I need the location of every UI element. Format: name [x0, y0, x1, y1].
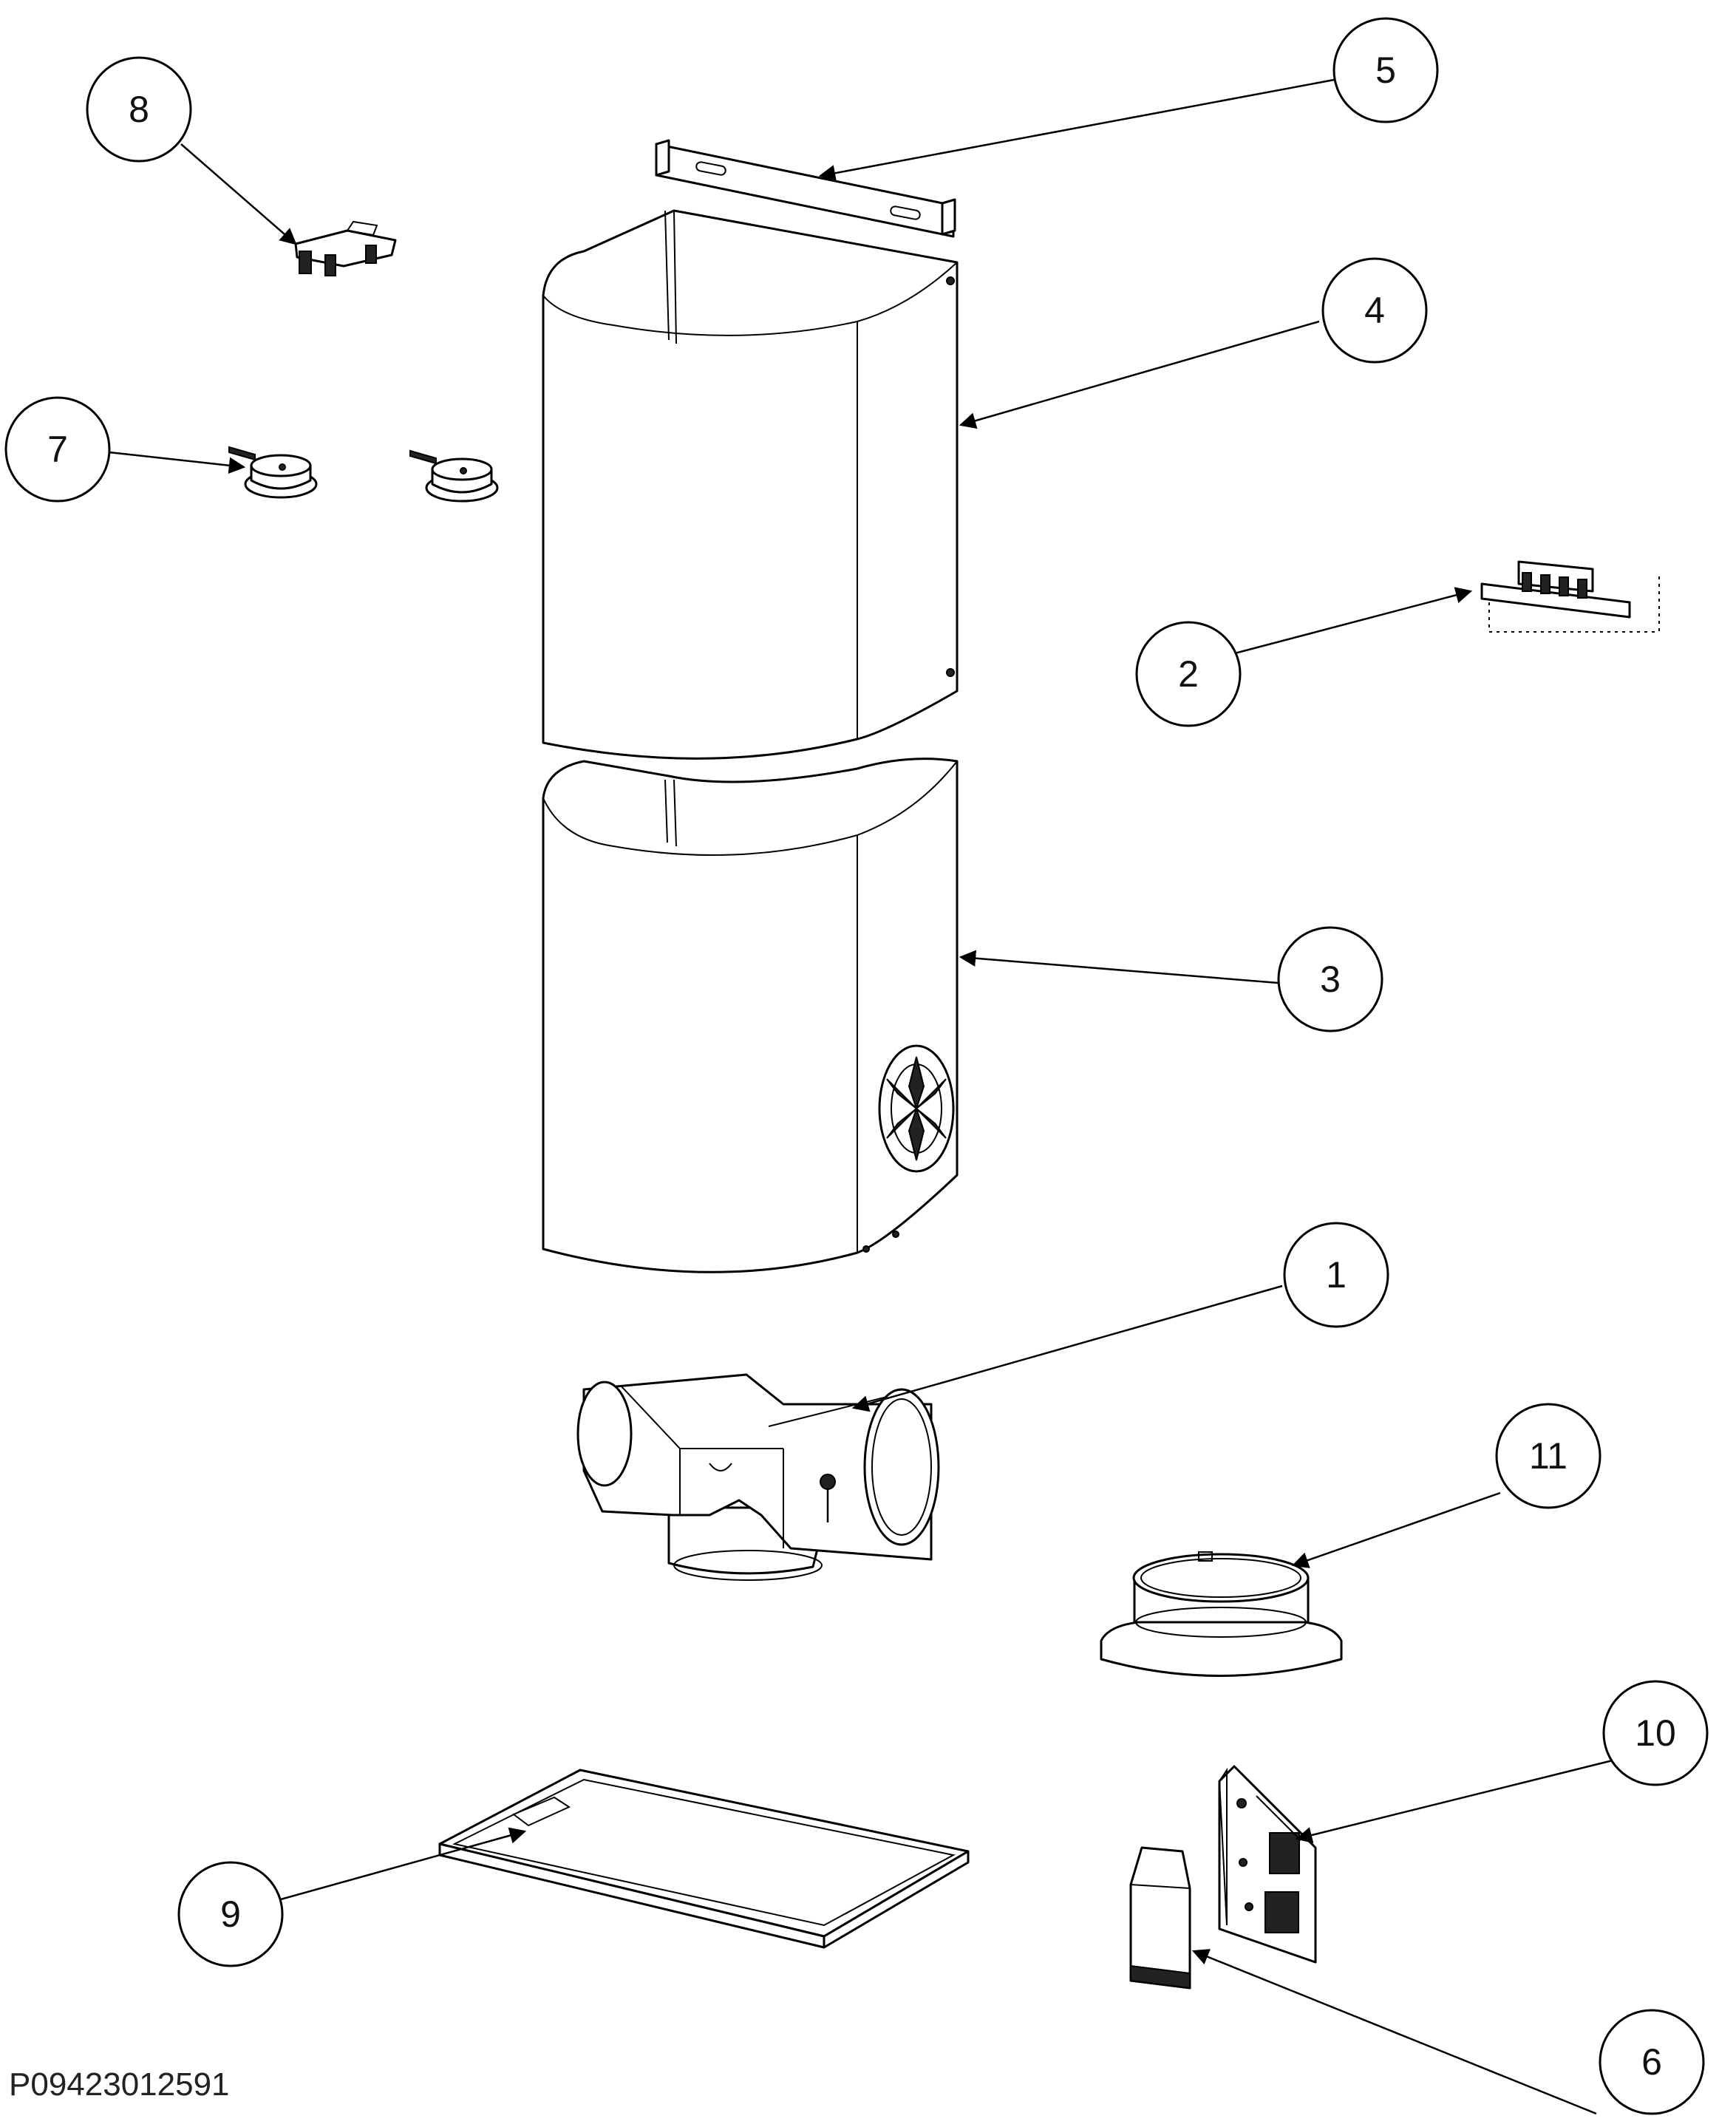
callout-9: 9: [177, 1861, 284, 1967]
callout-2: 2: [1135, 621, 1242, 727]
callout-3: 3: [1277, 926, 1383, 1032]
svg-text:2: 2: [1178, 653, 1199, 695]
svg-text:5: 5: [1375, 50, 1396, 91]
part-9-grease-filter: [438, 1769, 970, 1949]
part-10-control-board: [1218, 1765, 1317, 1964]
callout-8: 8: [86, 56, 192, 163]
callout-6: 6: [1599, 2009, 1705, 2115]
svg-text:6: 6: [1641, 2041, 1662, 2083]
part-7-knobs: [228, 446, 499, 503]
svg-text:3: 3: [1320, 959, 1341, 1000]
leader-lines: [109, 78, 1619, 2115]
part-4-upper-chimney-cover: [542, 209, 959, 760]
part-7-knob-right: [409, 449, 499, 503]
part-3-lower-chimney-cover: [542, 758, 959, 1273]
part-8-clip: [294, 220, 397, 276]
svg-text:11: 11: [1529, 1435, 1567, 1477]
part-5-mounting-bracket: [655, 139, 956, 238]
svg-text:4: 4: [1364, 290, 1385, 331]
callout-10: 10: [1602, 1680, 1709, 1786]
callout-1: 1: [1283, 1222, 1389, 1328]
part-7-knob-left: [228, 446, 318, 499]
svg-text:8: 8: [129, 89, 149, 130]
part-1-duct-adaptor: [576, 1373, 940, 1581]
callout-5: 5: [1332, 17, 1439, 123]
part-2-connector-strip: [1480, 560, 1660, 633]
part-11-reducer-ring: [1100, 1551, 1343, 1677]
callout-4: 4: [1321, 257, 1428, 364]
callout-7: 7: [4, 396, 111, 503]
svg-text:9: 9: [220, 1893, 241, 1935]
document-code: P09423012591: [9, 2066, 230, 2103]
svg-text:10: 10: [1635, 1712, 1676, 1754]
svg-text:1: 1: [1326, 1254, 1347, 1296]
part-6-cover-box: [1129, 1846, 1191, 1990]
callout-11: 11: [1495, 1403, 1601, 1509]
svg-text:7: 7: [47, 429, 68, 470]
